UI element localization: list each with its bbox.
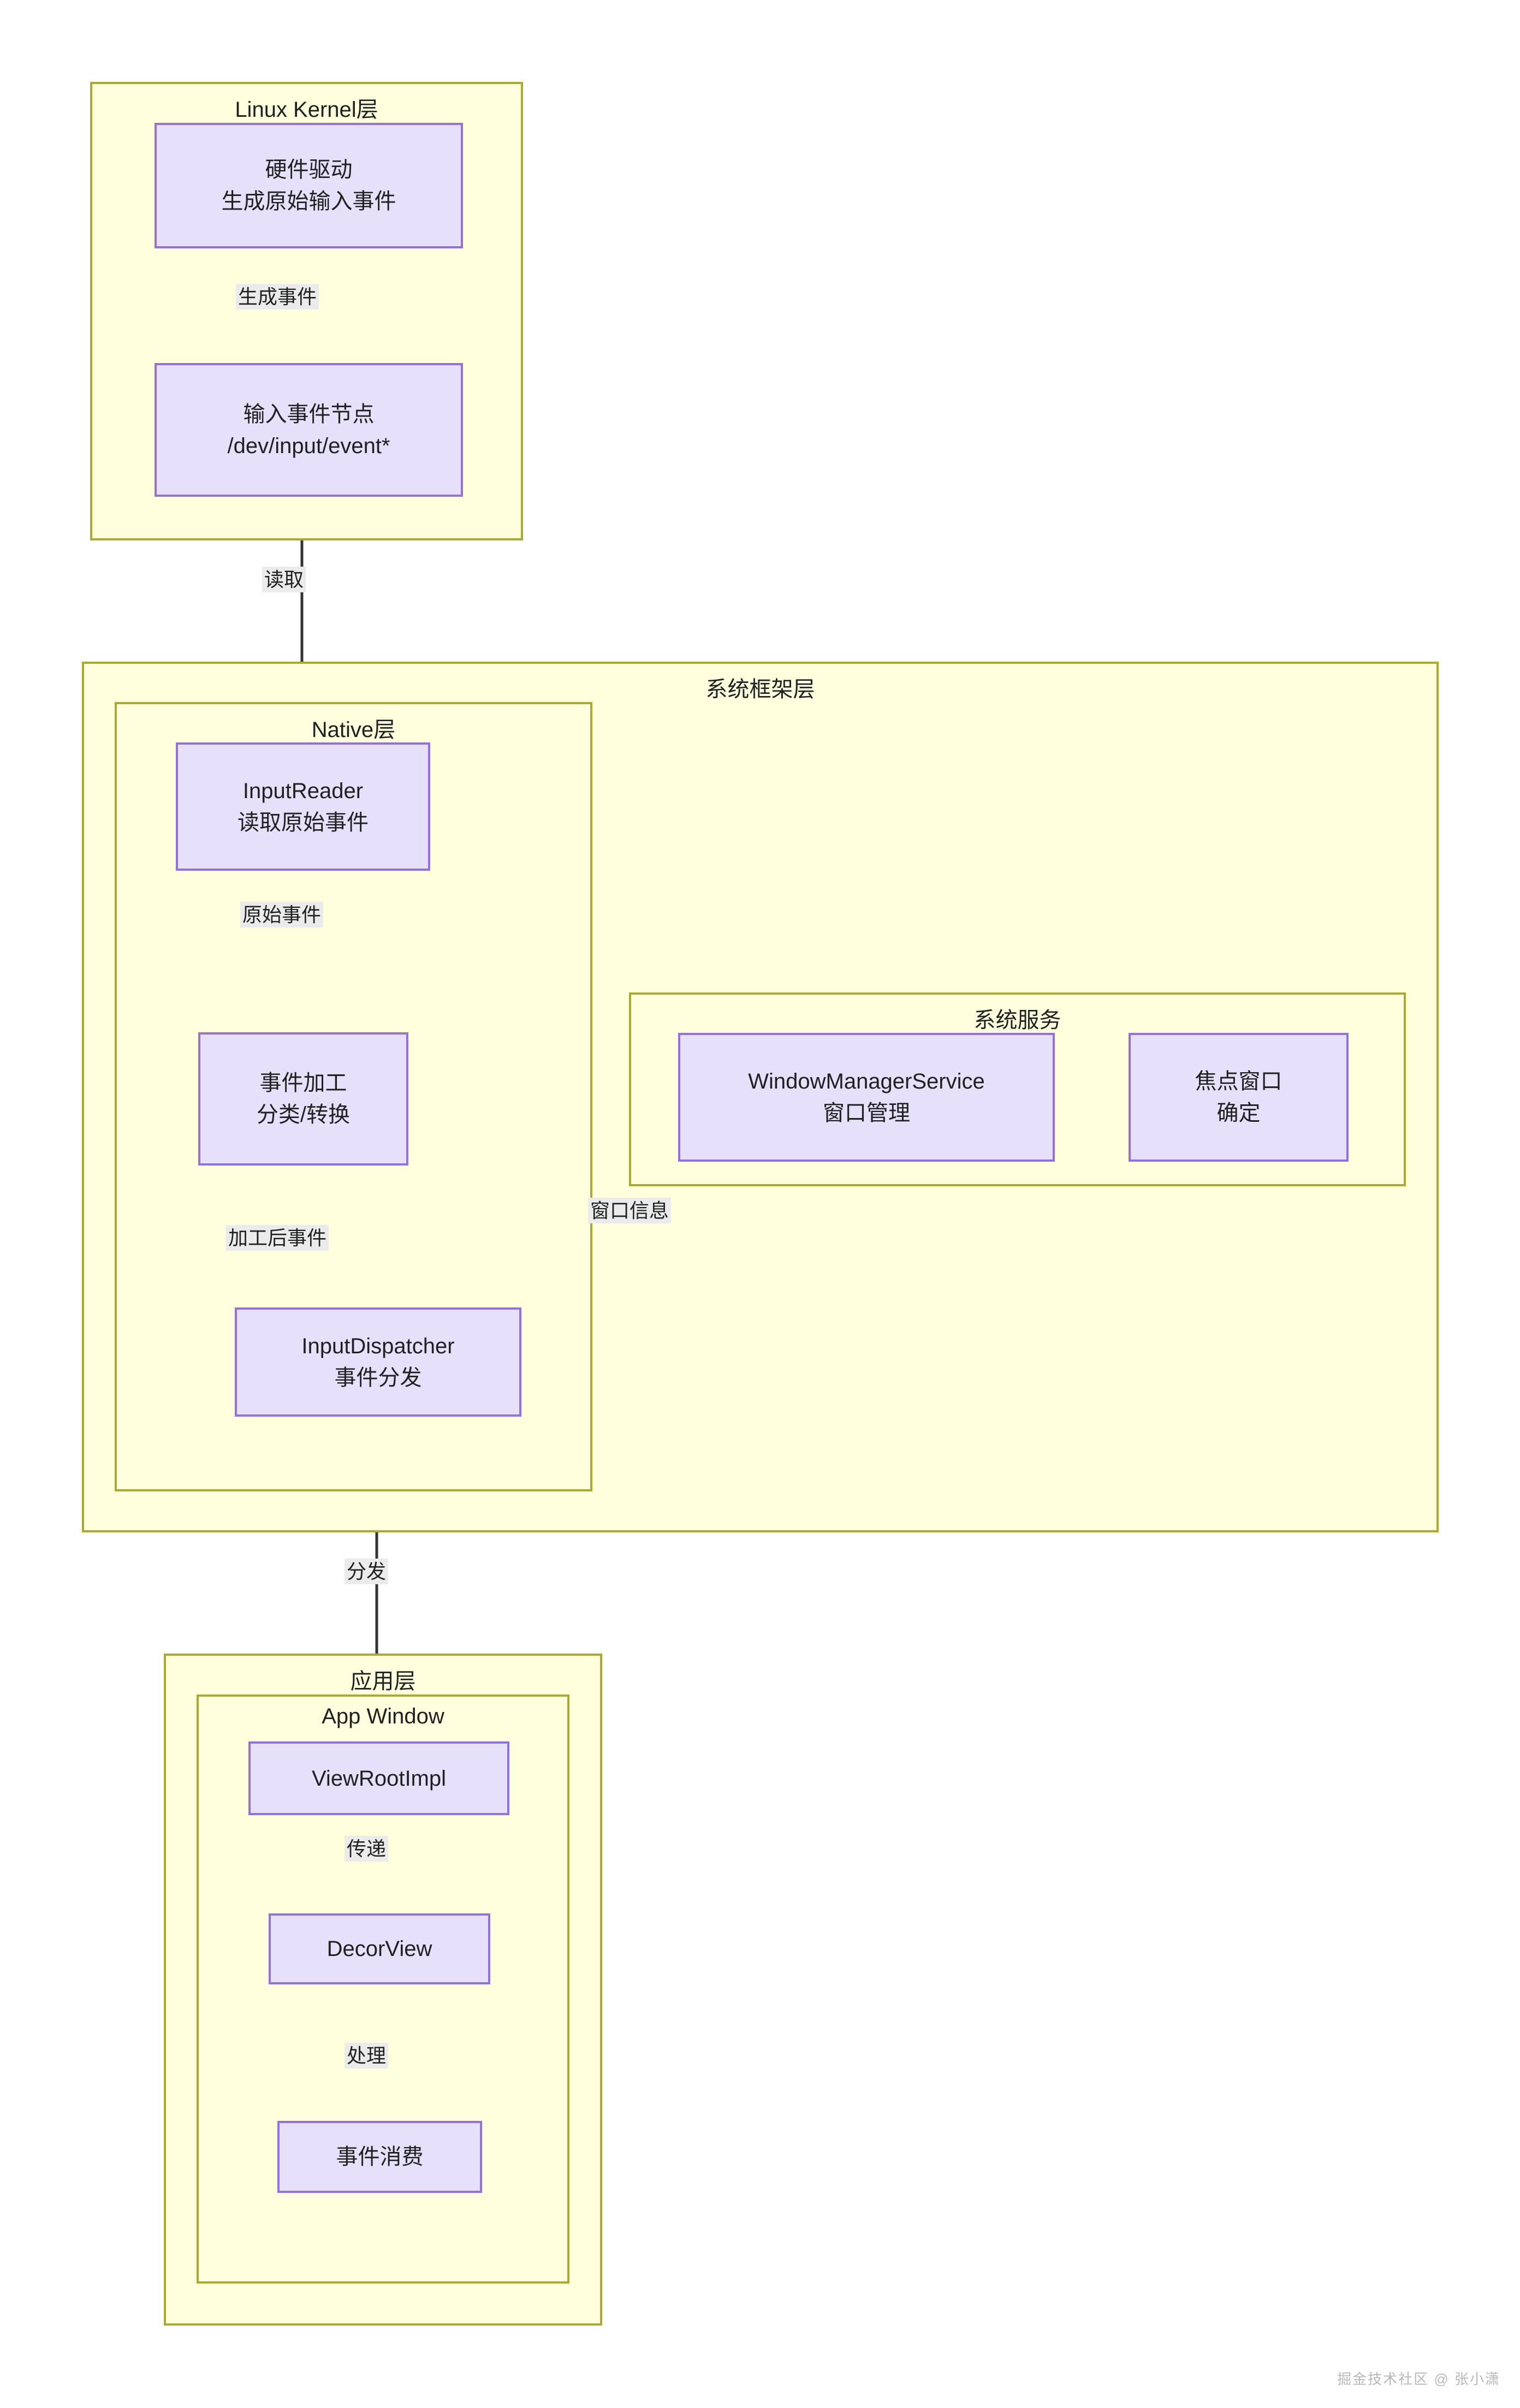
group-app-layer-label: 应用层: [350, 1669, 416, 1693]
node-view-root-impl-label: ViewRootImpl: [311, 1766, 447, 1791]
group-system-service-label: 系统服务: [973, 1008, 1061, 1032]
edge-label-processed-event: 加工后事件: [226, 1225, 329, 1251]
edge-label-handle: 处理: [345, 2043, 389, 2069]
node-view-root-impl[interactable]: ViewRootImpl: [248, 1741, 509, 1815]
edge-label-deliver: 传递: [345, 1836, 389, 1862]
node-event-consume[interactable]: 事件消费: [277, 2121, 482, 2193]
node-input-event-node-line2: /dev/input/event*: [227, 433, 390, 458]
node-focus-window-line1: 焦点窗口: [1195, 1069, 1283, 1093]
node-input-reader[interactable]: InputReader 读取原始事件: [176, 742, 430, 871]
edge-label-raw-event: 原始事件: [240, 902, 324, 928]
node-hardware-driver[interactable]: 硬件驱动 生成原始输入事件: [155, 123, 463, 248]
node-input-event-node[interactable]: 输入事件节点 /dev/input/event*: [155, 363, 463, 497]
node-focus-window[interactable]: 焦点窗口 确定: [1129, 1033, 1349, 1162]
node-decor-view-label: DecorView: [326, 1937, 432, 1961]
node-event-consume-label: 事件消费: [336, 2145, 424, 2169]
group-system-framework-label: 系统框架层: [705, 677, 815, 701]
edge-label-read: 读取: [262, 567, 306, 593]
watermark: 掘金技术社区 @ 张小潇: [1337, 2371, 1500, 2387]
group-linux-kernel-label: Linux Kernel层: [235, 98, 378, 122]
node-window-manager-service-line1: WindowManagerService: [748, 1069, 985, 1093]
node-input-dispatcher-line2: 事件分发: [334, 1366, 422, 1390]
group-app-window-label: App Window: [322, 1704, 444, 1728]
node-window-manager-service-line2: 窗口管理: [823, 1101, 910, 1125]
node-input-dispatcher[interactable]: InputDispatcher 事件分发: [235, 1307, 521, 1417]
edge-label-generate-event: 生成事件: [236, 284, 319, 310]
node-input-reader-line2: 读取原始事件: [238, 810, 369, 835]
node-input-dispatcher-line1: InputDispatcher: [301, 1334, 455, 1358]
node-event-process-line2: 分类/转换: [256, 1103, 351, 1127]
node-focus-window-line2: 确定: [1216, 1101, 1261, 1125]
node-input-reader-line1: InputReader: [242, 778, 364, 803]
node-input-event-node-line1: 输入事件节点: [243, 402, 375, 426]
node-event-process-line1: 事件加工: [259, 1071, 347, 1095]
group-native-label: Native层: [311, 718, 396, 742]
node-hardware-driver-line1: 硬件驱动: [265, 158, 353, 182]
edge-label-dispatch: 分发: [345, 1559, 389, 1585]
node-window-manager-service[interactable]: WindowManagerService 窗口管理: [678, 1033, 1055, 1162]
edge-label-window-info: 窗口信息: [588, 1198, 672, 1224]
node-decor-view[interactable]: DecorView: [269, 1913, 490, 1984]
node-hardware-driver-line2: 生成原始输入事件: [221, 189, 396, 213]
node-event-process[interactable]: 事件加工 分类/转换: [198, 1032, 408, 1166]
